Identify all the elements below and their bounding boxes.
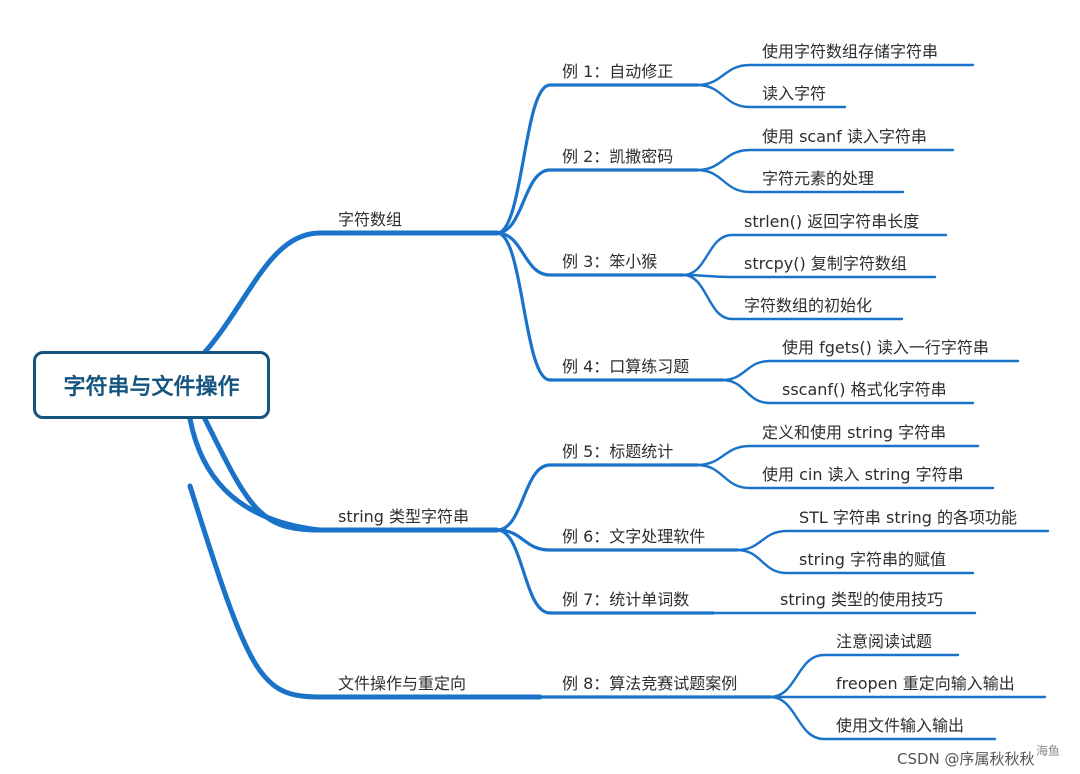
edge-section-1-example-1	[495, 83, 699, 235]
edge-section-2-example-3	[495, 528, 715, 615]
example-label-2-3: 例 7：统计单词数	[562, 590, 690, 609]
section-label-1: 字符数组	[338, 210, 403, 229]
edge-example-2-2-item-1	[735, 529, 1050, 552]
edge-example-2-1-item-2	[695, 463, 995, 490]
edge-example-2-1-item-1	[695, 444, 980, 467]
edge-example-1-1-item-1	[695, 63, 975, 87]
item-label-3-1-3: 使用文件输入输出	[836, 716, 965, 735]
item-label-1-2-1: 使用 scanf 读入字符串	[762, 127, 927, 146]
example-label-1-3: 例 3：笨小猴	[562, 252, 658, 271]
edge-example-3-1-item-1	[768, 653, 960, 699]
edge-section-1-example-3	[495, 231, 685, 277]
edge-section-1-example-4	[495, 231, 724, 382]
item-label-3-1-1: 注意阅读试题	[836, 632, 933, 651]
item-label-2-1-1: 定义和使用 string 字符串	[762, 423, 947, 442]
item-label-1-3-3: 字符数组的初始化	[744, 296, 873, 315]
item-label-1-3-1: strlen() 返回字符串长度	[744, 212, 920, 231]
section-label-3: 文件操作与重定向	[338, 674, 467, 693]
edge-example-1-2-item-2	[695, 168, 905, 194]
item-label-2-2-2: string 字符串的赋值	[799, 550, 947, 569]
section-label-2: string 类型字符串	[338, 507, 470, 526]
edge-section-2-example-1	[495, 463, 699, 532]
item-label-2-2-1: STL 字符串 string 的各项功能	[799, 508, 1018, 527]
item-label-1-4-2: sscanf() 格式化字符串	[782, 380, 947, 399]
edge-example-1-3-item-3	[681, 273, 904, 321]
edge-section-1-example-2	[495, 168, 699, 235]
edge-example-3-1-item-3	[768, 695, 997, 741]
edge-example-1-1-item-2	[695, 83, 847, 109]
item-label-2-3-1: string 类型的使用技巧	[780, 590, 944, 609]
item-label-3-1-2: freopen 重定向输入输出	[836, 674, 1015, 693]
item-label-1-3-2: strcpy() 复制字符数组	[744, 254, 907, 273]
edge-example-1-3-item-2	[681, 273, 937, 279]
example-label-2-1: 例 5：标题统计	[562, 442, 674, 461]
item-label-1-1-2: 读入字符	[762, 84, 827, 103]
edge-example-1-2-item-1	[695, 148, 955, 172]
root-node: 字符串与文件操作	[33, 351, 270, 419]
edge-root-section-1	[202, 230, 500, 355]
edge-example-1-4-item-2	[720, 378, 975, 405]
example-label-1-2: 例 2：凯撒密码	[562, 147, 674, 166]
example-label-2-2: 例 6：文字处理软件	[562, 527, 706, 546]
item-label-1-4-1: 使用 fgets() 读入一行字符串	[782, 338, 989, 357]
example-label-1-4: 例 4：口算练习题	[562, 357, 690, 376]
example-label-3-1: 例 8：算法竞赛试题案例	[562, 674, 738, 693]
watermark-small: 海鱼	[1036, 744, 1061, 758]
item-label-2-1-2: 使用 cin 读入 string 字符串	[762, 465, 964, 484]
edge-example-1-4-item-1	[720, 359, 1020, 382]
watermark: CSDN @序属秋秋秋	[897, 750, 1035, 768]
item-label-1-1-1: 使用字符数组存储字符串	[762, 42, 939, 61]
edge-example-1-3-item-1	[681, 233, 948, 277]
edge-section-2-example-2	[495, 528, 739, 552]
edge-root-stub	[187, 416, 323, 533]
example-label-1-1: 例 1：自动修正	[562, 62, 674, 81]
edge-example-2-2-item-2	[735, 548, 975, 575]
edge-root-section-3	[187, 483, 543, 700]
item-label-1-2-2: 字符元素的处理	[762, 169, 875, 188]
